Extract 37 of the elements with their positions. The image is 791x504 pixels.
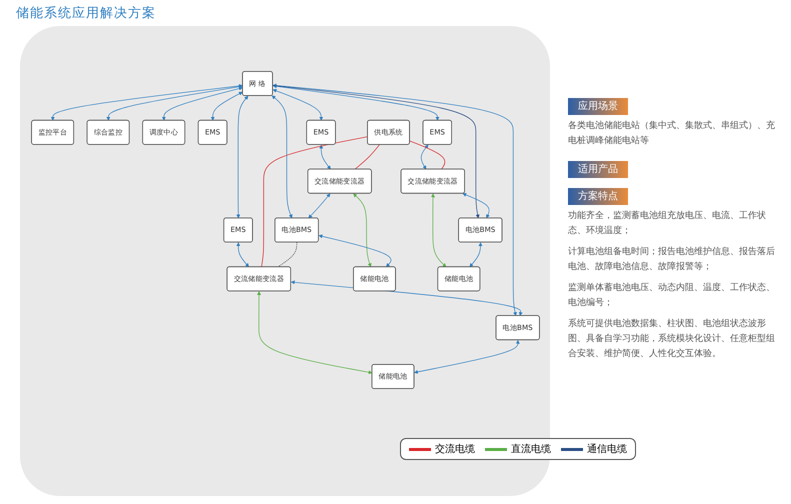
connector-line [308, 193, 330, 218]
section-heading: 适用产品 [568, 161, 628, 178]
diagram-title: 储能系统应用解决方案 [16, 5, 156, 22]
connector-line [162, 86, 243, 121]
connector-line [409, 140, 446, 170]
bullet-text: 计算电池组备电时间；报告电池维护信息、报告落后电池、故障电池信息、故障报警等； [568, 246, 776, 274]
connector-line [210, 92, 243, 121]
bullet-text: 功能齐全，监测蓄电池组充放电压、电流、工作状态、环境温度； [568, 210, 767, 238]
connector-line [272, 84, 517, 316]
legend-text: 通信电缆 [587, 442, 627, 456]
connector-line [272, 95, 292, 218]
connector-line [470, 242, 482, 268]
connector-line [353, 193, 372, 268]
bullet-text: 系统可提供电池数据集、柱状图、电池组状态波形图、具备自学习功能，系统模块化设计、任意柜型组合安装、维护简便、人性化交互体验。 [568, 318, 776, 361]
connector-line [272, 85, 480, 218]
connector-line [319, 144, 331, 170]
connector-line [257, 291, 372, 374]
legend-text: 交流电缆 [435, 442, 475, 456]
connector-line [354, 144, 380, 170]
bullet-text: 监测单体蓄电池电压、动态内阻、温度、工作状态、电池编号； [568, 282, 776, 310]
connector-line [318, 234, 392, 268]
connector-line [50, 84, 243, 121]
connector-line [277, 242, 298, 268]
connector-line [431, 194, 446, 268]
connector-line [420, 144, 428, 170]
connector-line [462, 193, 490, 218]
connector-line [414, 340, 520, 374]
legend-text: 直流电缆 [511, 442, 551, 456]
connector-line [272, 89, 324, 121]
paragraph-text: 各类电池储能电站（集中式、集散式、串组式）、充电桩调峰储能电站等 [568, 120, 776, 148]
connector-line [106, 84, 243, 121]
section-heading: 方案特点 [568, 188, 628, 205]
section-heading: 应用场景 [568, 98, 628, 115]
connector-line [236, 242, 249, 268]
connector-line [272, 84, 440, 121]
connector-line [261, 136, 368, 268]
connector-line [236, 96, 248, 218]
